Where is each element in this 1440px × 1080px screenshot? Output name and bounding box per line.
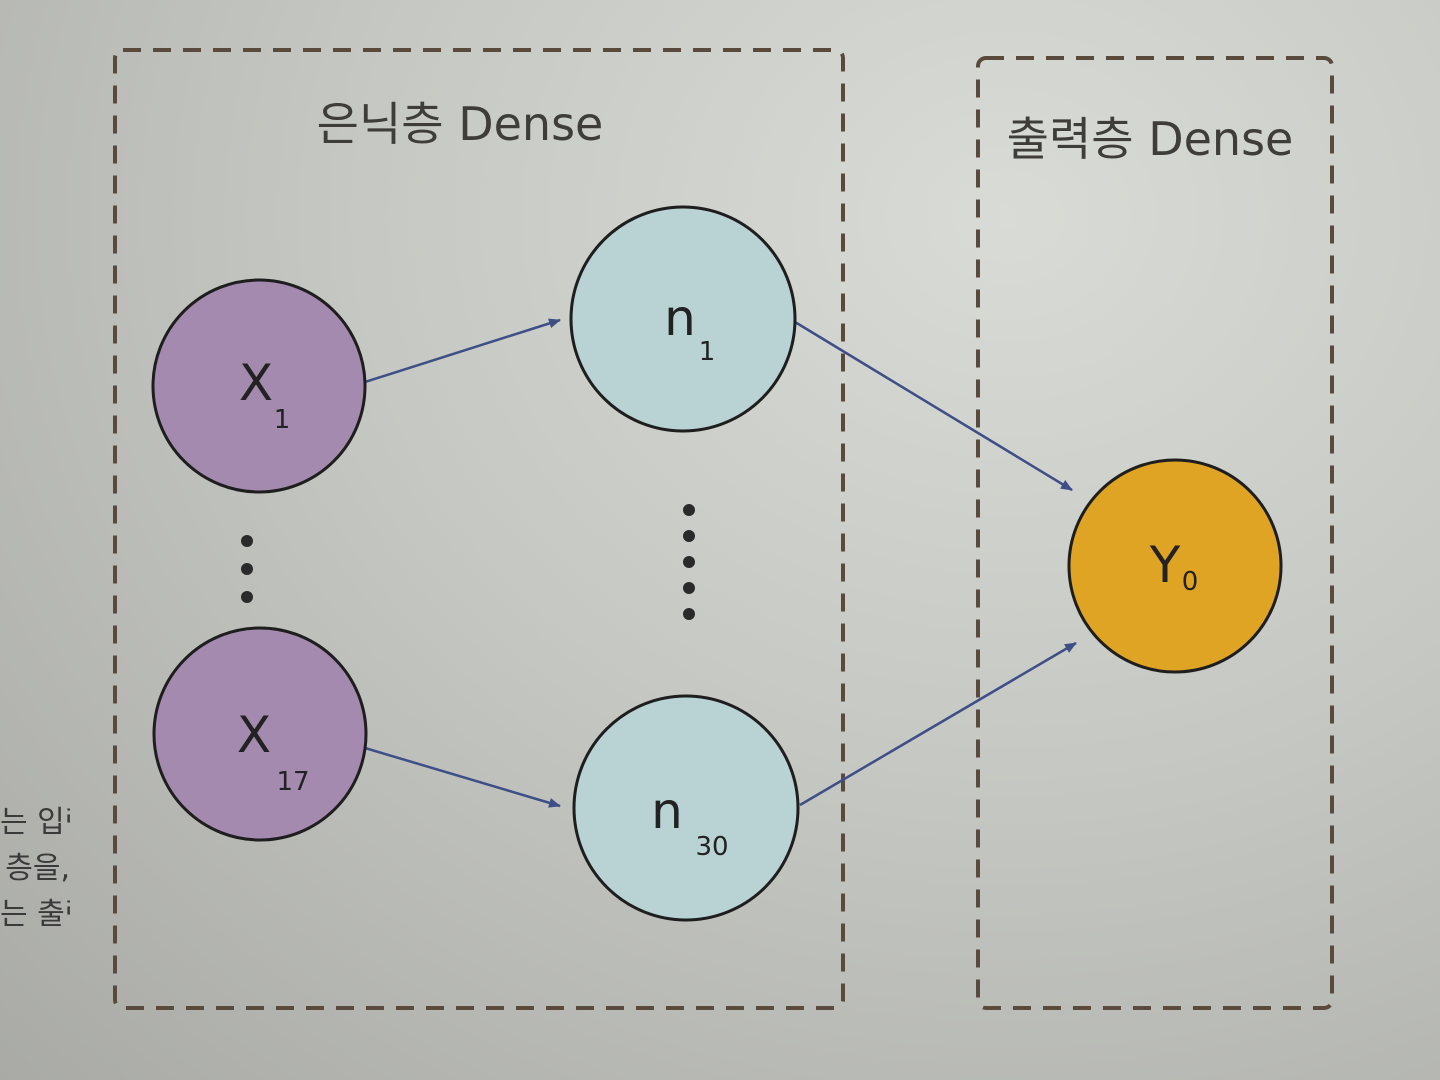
node-n1-label: n <box>664 289 696 347</box>
node-x17-subscript: 17 <box>276 767 309 797</box>
node-x1-label: X <box>239 354 273 412</box>
node-y0-subscript: 0 <box>1182 567 1199 597</box>
node-y0: Y 0 <box>1067 458 1283 674</box>
margin-line: 는 입력 <box>0 805 70 840</box>
node-n30-label: n <box>651 782 683 840</box>
node-x17: X 17 <box>152 626 368 842</box>
hidden-layer-title: 은닉층 Dense <box>317 97 604 151</box>
node-x1-subscript: 1 <box>274 405 291 435</box>
node-y0-label: Y <box>1149 536 1181 594</box>
arrow-n1-to-y0 <box>794 320 1073 492</box>
margin-line: 는 출력 <box>0 897 70 932</box>
hidden-ellipsis <box>683 504 695 620</box>
output-layer-title: 출력층 Dense <box>1007 112 1294 166</box>
node-n30: n 30 <box>572 694 800 922</box>
node-n1-subscript: 1 <box>699 337 716 367</box>
arrow-x1-to-n1 <box>364 318 561 384</box>
input-ellipsis <box>241 535 253 603</box>
page-margin-text: 는 입력 층을, 는 출력 <box>0 800 70 938</box>
node-n1: n 1 <box>569 205 797 433</box>
margin-line: 층을, <box>5 851 70 886</box>
output-layer-box <box>976 56 1334 1010</box>
node-x1: X 1 <box>151 278 367 494</box>
node-n30-subscript: 30 <box>695 832 728 862</box>
arrow-x17-to-n30 <box>364 746 561 808</box>
arrow-n30-to-y0 <box>799 641 1077 807</box>
node-x17-label: X <box>237 706 271 764</box>
